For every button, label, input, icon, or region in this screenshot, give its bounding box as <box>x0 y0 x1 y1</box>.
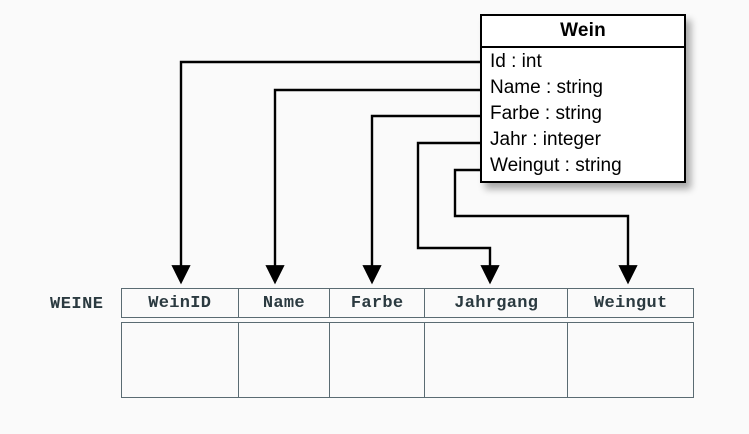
column-header-name[interactable]: Name <box>239 289 331 317</box>
column-header-weinid[interactable]: WeinID <box>122 289 239 317</box>
uml-attribute-id: Id : int <box>490 51 542 72</box>
connector-id-to-weinid <box>171 60 480 285</box>
column-header-farbe[interactable]: Farbe <box>330 289 425 317</box>
table-cell-weinid[interactable] <box>122 323 239 397</box>
uml-attribute-name: Name : string <box>490 77 603 98</box>
table-cell-farbe[interactable] <box>330 323 425 397</box>
uml-attribute-list: Id : int Name : string Farbe : string Ja… <box>482 48 684 181</box>
relational-table[interactable]: WeinID Name Farbe Jahrgang Weingut <box>121 288 694 398</box>
table-header-row: WeinID Name Farbe Jahrgang Weingut <box>121 288 694 318</box>
uml-class-box[interactable]: Wein Id : int Name : string Farbe : stri… <box>480 14 686 183</box>
uml-attribute-farbe: Farbe : string <box>490 103 602 124</box>
connector-jahr-to-jahrgang <box>416 141 500 285</box>
connector-weingut-to-weingut <box>453 168 638 285</box>
column-header-weingut[interactable]: Weingut <box>593 293 668 313</box>
uml-attribute-jahr: Jahr : integer <box>490 129 601 150</box>
table-cell-jahrgang[interactable] <box>425 323 569 397</box>
connector-name-to-name <box>265 88 480 285</box>
connector-farbe-to-farbe <box>362 114 480 285</box>
column-header-jahrgang[interactable]: Jahrgang <box>425 289 569 317</box>
table-cell-weingut[interactable] <box>568 323 693 397</box>
relational-table-name: WEINE <box>50 295 104 314</box>
uml-class-name: Wein <box>482 16 684 48</box>
uml-attribute-weingut: Weingut : string <box>490 155 622 176</box>
table-cell-name[interactable] <box>239 323 331 397</box>
table-row <box>121 322 694 398</box>
